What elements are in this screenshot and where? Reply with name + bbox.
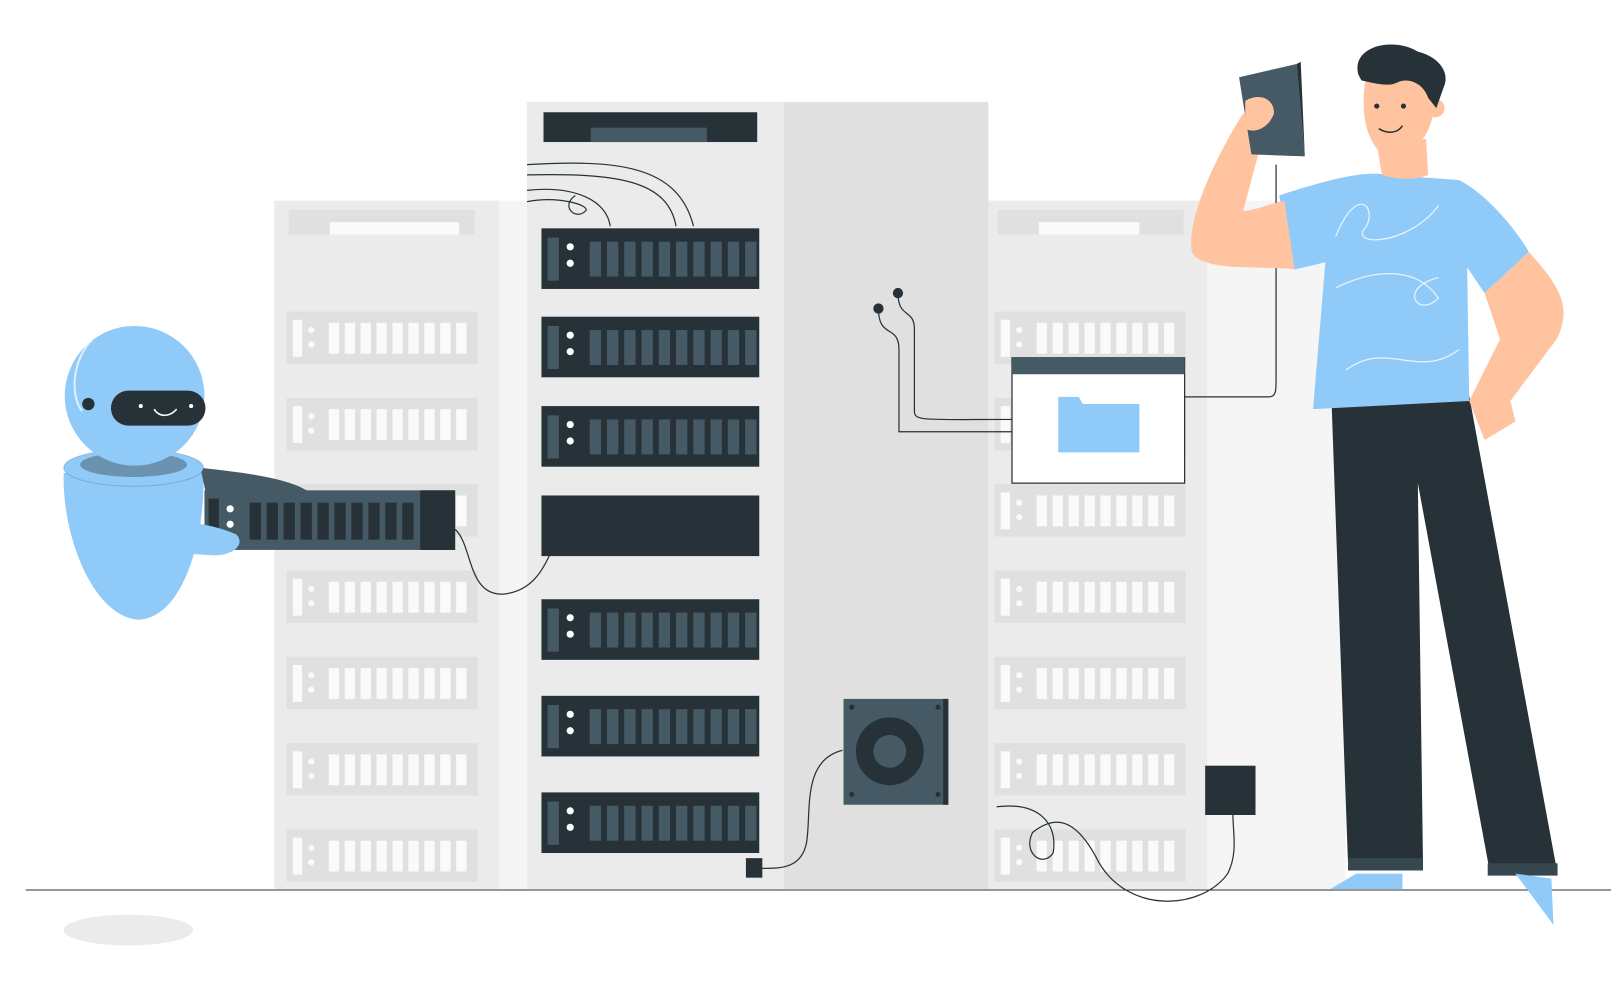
server-slot (385, 502, 397, 540)
server-unit (994, 484, 1186, 537)
server-unit (286, 656, 478, 710)
server-slot (300, 502, 312, 540)
server-slot (334, 502, 346, 540)
server-slot (266, 502, 278, 540)
server-unit (994, 829, 1186, 882)
cables (454, 164, 1277, 902)
server-unit (286, 829, 478, 882)
robot-held-server (204, 490, 456, 550)
server-unit (286, 570, 478, 623)
server-slot (368, 502, 380, 540)
server-slot (402, 502, 414, 540)
server-unit (541, 599, 760, 660)
server-unit (994, 656, 1186, 710)
server-unit (994, 570, 1186, 623)
server-slot (283, 502, 295, 540)
right-server-rack (988, 200, 1346, 889)
person-icon (1191, 44, 1564, 925)
robot-shadow (63, 914, 194, 946)
server-unit (541, 792, 760, 854)
server-slot (351, 502, 363, 540)
center-server-rack (526, 101, 989, 889)
folder-icon (1058, 396, 1140, 453)
server-unit (541, 228, 760, 289)
server-unit (541, 406, 760, 467)
speaker-icon (843, 698, 949, 805)
server-unit (541, 695, 760, 757)
server-unit (286, 397, 478, 451)
server-unit (286, 311, 478, 364)
robot-icon (63, 325, 456, 620)
folder-window (1011, 357, 1186, 484)
server-unit (994, 311, 1186, 364)
empty-server-bay (541, 495, 760, 557)
server-unit (286, 743, 478, 796)
server-unit (541, 316, 760, 378)
server-slot (317, 502, 329, 540)
left-server-rack (274, 200, 528, 889)
server-unit (994, 743, 1186, 796)
server-slot (249, 502, 261, 540)
